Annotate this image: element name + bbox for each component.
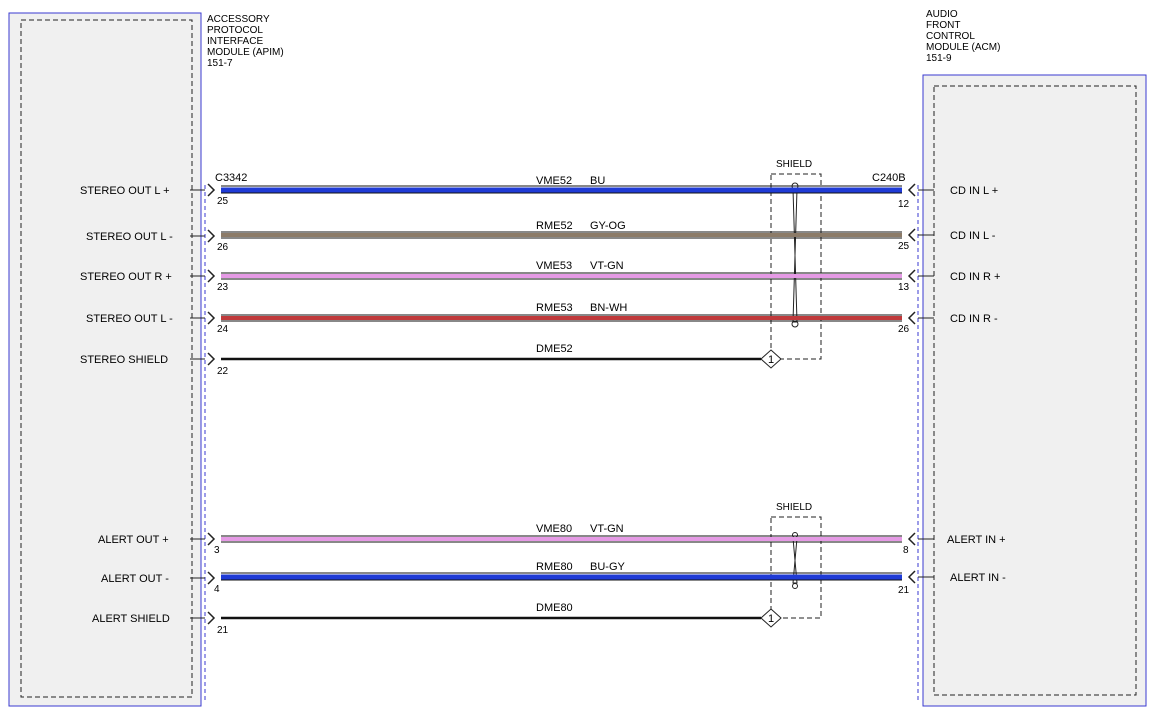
left-pin-25: 25 <box>217 196 229 207</box>
wire-color-bu: BU <box>590 175 605 187</box>
pin-label-alert-in-plus: ALERT IN + <box>947 534 1006 546</box>
apim-title-line-2: PROTOCOL <box>207 25 263 36</box>
alert-shield-drain-marker: 1 <box>760 608 782 628</box>
acm-title-line-2: FRONT <box>926 20 960 31</box>
acm-title-line-3: CONTROL <box>926 31 975 42</box>
apim-title-line-5: 151-7 <box>207 58 233 69</box>
wire-color-bn-wh: BN-WH <box>590 302 627 314</box>
svg-text:1: 1 <box>768 613 774 625</box>
right-pin-26: 26 <box>898 324 910 335</box>
wire-color-gy-og: GY-OG <box>590 220 626 232</box>
wire-color-vt-gn: VT-GN <box>590 260 624 272</box>
left-pin-26: 26 <box>217 242 229 253</box>
acm-title: AUDIO FRONT CONTROL MODULE (ACM) 151-9 <box>926 9 1000 64</box>
circuit-vme80: VME80 <box>536 523 572 535</box>
alert-shield-box <box>770 516 822 619</box>
left-pin-3: 3 <box>214 545 220 556</box>
circuit-vme53: VME53 <box>536 260 572 272</box>
right-pin-21: 21 <box>898 585 910 596</box>
pin-label-stereo-out-l-minus: STEREO OUT L - <box>86 231 173 243</box>
pin-label-stereo-shield: STEREO SHIELD <box>80 354 168 366</box>
wire-vme52: STEREO OUT L + 25 VME52 BU 12 CD IN L + <box>80 175 998 210</box>
right-pin-8: 8 <box>903 545 909 556</box>
pin-label-cd-in-l-plus: CD IN L + <box>950 185 998 197</box>
left-pin-24: 24 <box>217 324 229 335</box>
pin-label-cd-in-r-plus: CD IN R + <box>950 271 1000 283</box>
left-pin-4: 4 <box>214 584 220 595</box>
circuit-dme52: DME52 <box>536 343 573 355</box>
stereo-shield-label: SHIELD <box>776 159 812 170</box>
apim-module-box <box>8 12 202 707</box>
acm-module-inner <box>933 85 1137 696</box>
stereo-shield-box <box>770 173 822 360</box>
wire-dme80: ALERT SHIELD 21 DME80 <box>92 602 761 636</box>
left-pin-23: 23 <box>217 282 229 293</box>
right-pin-12: 12 <box>898 199 910 210</box>
wire-rme53: STEREO OUT L - 24 RME53 BN-WH 26 CD IN R… <box>86 302 998 335</box>
pin-label-stereo-out-l-plus: STEREO OUT L + <box>80 185 170 197</box>
apim-title: ACCESSORY PROTOCOL INTERFACE MODULE (API… <box>207 14 284 69</box>
wire-vme53: STEREO OUT R + 23 VME53 VT-GN 13 CD IN R… <box>80 260 1000 293</box>
apim-title-line-3: INTERFACE <box>207 36 263 47</box>
acm-module-box <box>922 74 1147 707</box>
stereo-twist-marker <box>791 182 799 328</box>
right-pin-25: 25 <box>898 241 910 252</box>
acm-title-line-5: 151-9 <box>926 53 952 64</box>
wire-rme80: ALERT OUT - 4 RME80 BU-GY 21 ALERT IN - <box>101 561 1006 596</box>
svg-text:1: 1 <box>768 354 774 366</box>
circuit-rme52: RME52 <box>536 220 573 232</box>
apim-connector-id: C3342 <box>215 172 247 184</box>
pin-label-stereo-out-r-plus: STEREO OUT R + <box>80 271 172 283</box>
wire-dme52: STEREO SHIELD 22 DME52 <box>80 343 761 377</box>
pin-label-stereo-out-l-minus-2: STEREO OUT L - <box>86 313 173 325</box>
circuit-rme80: RME80 <box>536 561 573 573</box>
apim-title-line-4: MODULE (APIM) <box>207 47 284 58</box>
circuit-vme52: VME52 <box>536 175 572 187</box>
pin-label-cd-in-l-minus: CD IN L - <box>950 230 996 242</box>
pin-label-alert-out-minus: ALERT OUT - <box>101 573 169 585</box>
wire-rme52: STEREO OUT L - 26 RME52 GY-OG 25 CD IN L… <box>86 220 996 253</box>
right-pin-13: 13 <box>898 282 910 293</box>
acm-title-line-4: MODULE (ACM) <box>926 42 1000 53</box>
circuit-dme80: DME80 <box>536 602 573 614</box>
left-pin-22: 22 <box>217 366 229 377</box>
wire-vme80: ALERT OUT + 3 VME80 VT-GN 8 ALERT IN + <box>98 523 1006 556</box>
wire-color-bu-gy: BU-GY <box>590 561 626 573</box>
stereo-shield-drain-marker: 1 <box>760 349 782 369</box>
pin-label-alert-in-minus: ALERT IN - <box>950 572 1006 584</box>
pin-label-cd-in-r-minus: CD IN R - <box>950 313 998 325</box>
acm-connector-id: C240B <box>872 172 906 184</box>
pin-label-alert-shield: ALERT SHIELD <box>92 613 170 625</box>
left-pin-21: 21 <box>217 625 229 636</box>
wire-color-vt-gn-alert: VT-GN <box>590 523 624 535</box>
alert-shield-label: SHIELD <box>776 502 812 513</box>
pin-label-alert-out-plus: ALERT OUT + <box>98 534 169 546</box>
circuit-rme53: RME53 <box>536 302 573 314</box>
apim-title-line-1: ACCESSORY <box>207 14 270 25</box>
acm-title-line-1: AUDIO <box>926 9 958 20</box>
